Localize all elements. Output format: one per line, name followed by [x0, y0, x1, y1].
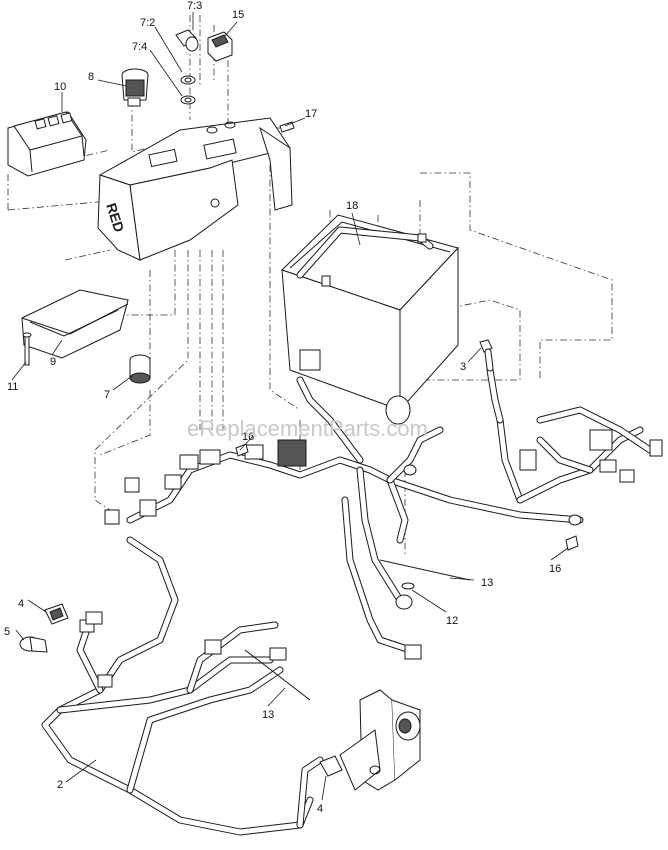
- rocker-switch: [207, 31, 233, 62]
- fastener-bolts: [235, 443, 579, 551]
- callout-4-bottom: 4: [317, 803, 323, 815]
- callout-3: 3: [460, 361, 466, 373]
- callout-16-top: 16: [242, 431, 254, 443]
- key-and-nut-hardware: [175, 29, 199, 105]
- mounting-bracket: [339, 689, 421, 791]
- callout-labels: 7:3 15 7:2 7:4 8 10 17 18 9 11 7 3 16 16…: [4, 0, 561, 815]
- callout-9: 9: [50, 356, 56, 368]
- controller-module: [21, 289, 129, 359]
- ignition-switch: [129, 354, 151, 384]
- cable-ties: [244, 559, 471, 701]
- watermark-text: eReplacementParts.com: [187, 416, 428, 441]
- interlock-switch: [319, 755, 343, 777]
- callout-11: 11: [7, 381, 18, 393]
- callout-13-right: 13: [481, 577, 493, 589]
- screw: [22, 332, 32, 366]
- callout-8: 8: [88, 71, 94, 83]
- callout-7-4: 7:4: [132, 41, 147, 53]
- callout-7-2: 7:2: [140, 17, 155, 29]
- leader-lines: [11, 12, 569, 801]
- callout-16-right: 16: [549, 563, 561, 575]
- callout-15: 15: [232, 9, 244, 21]
- callout-12: 12: [446, 615, 458, 627]
- harness-connectors: [79, 349, 663, 688]
- callout-10: 10: [54, 81, 66, 93]
- main-harness: [126, 366, 654, 654]
- callout-13-bottom: 13: [262, 709, 274, 721]
- console-housing: RED: [97, 117, 293, 261]
- callout-17: 17: [305, 108, 317, 120]
- lower-harness: [41, 536, 324, 836]
- callout-2: 2: [57, 779, 63, 791]
- callout-7-3: 7:3: [187, 0, 202, 12]
- battery: [281, 214, 459, 412]
- callout-5: 5: [4, 626, 10, 638]
- washer: [401, 582, 415, 590]
- proximity-sensor: [19, 636, 48, 653]
- key-switch: [121, 68, 149, 107]
- callout-4-left: 4: [18, 598, 24, 610]
- callout-7: 7: [104, 389, 110, 401]
- bolt: [279, 121, 295, 133]
- callout-18: 18: [346, 200, 358, 212]
- display-module: [7, 111, 87, 177]
- terminal-nut: [479, 339, 494, 372]
- seat-switch: [44, 603, 69, 625]
